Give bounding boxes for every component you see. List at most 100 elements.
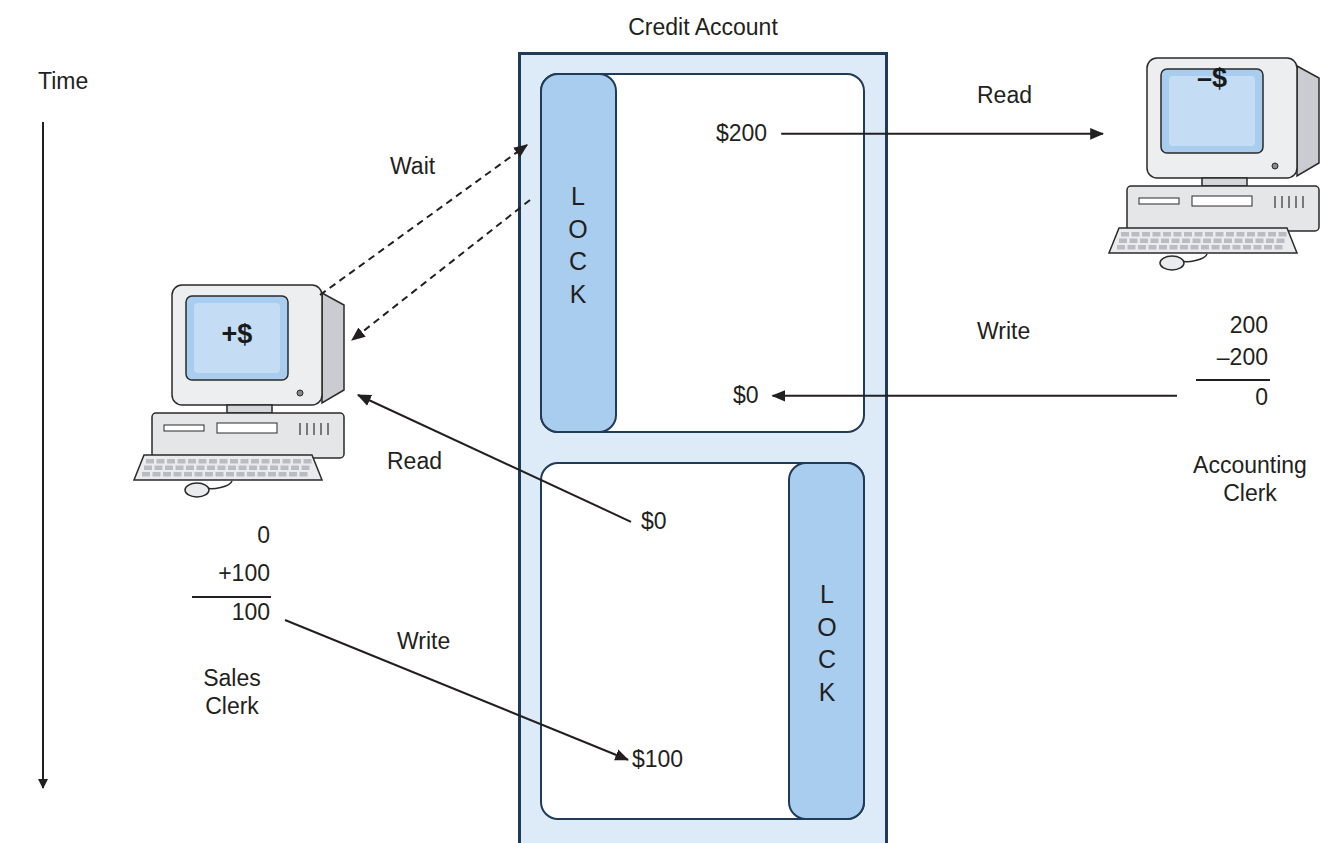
computer-part (178, 459, 186, 464)
computer-part (1172, 239, 1180, 244)
computer-part (1237, 232, 1245, 237)
computer-part (1202, 178, 1247, 186)
computer-part (320, 423, 322, 435)
wait-arrow (352, 200, 530, 340)
computer-part (174, 472, 182, 477)
computer-part (1264, 245, 1272, 250)
computer-part (1272, 163, 1278, 169)
computer-part (1275, 245, 1283, 250)
computer-part (1245, 239, 1253, 244)
computer-part (283, 459, 291, 464)
computer-part (1139, 198, 1179, 204)
computer-part (163, 472, 171, 477)
record-panel: LOCK$0$100 (540, 462, 865, 820)
computer-part (249, 466, 257, 471)
edge-label: Write (975, 318, 1032, 346)
computer-part (195, 472, 203, 477)
computer-illustration (134, 285, 344, 497)
computer-part (1277, 239, 1285, 244)
computer-part (155, 466, 163, 471)
computer-terminal: –$ (1105, 45, 1335, 285)
screen-symbol: –$ (1197, 62, 1227, 94)
computer-part (217, 423, 277, 433)
calculation-figure: 200 (1230, 312, 1268, 340)
axis-label: Time (38, 68, 88, 96)
computer-part (1182, 254, 1207, 262)
computer-part (194, 303, 280, 373)
computer-part (306, 423, 308, 435)
computer-part (1256, 239, 1264, 244)
computer-part (1159, 245, 1167, 250)
computer-part (1274, 196, 1276, 208)
computer-part (1138, 245, 1146, 250)
role-label: Accounting Clerk (1185, 452, 1315, 507)
computer-part (165, 466, 173, 471)
computer-part (302, 466, 310, 471)
balance-value: $100 (632, 746, 683, 774)
computer-part (153, 472, 161, 477)
computer-part (186, 466, 194, 471)
computer-part (268, 472, 276, 477)
computer-terminal: +$ (130, 285, 360, 500)
computer-part (1222, 245, 1230, 250)
computer-part (299, 423, 301, 435)
computer-part (1254, 245, 1262, 250)
computer-part (300, 472, 308, 477)
computer-part (216, 472, 224, 477)
computer-part (1163, 232, 1171, 237)
computer-part (251, 459, 259, 464)
computer-part (1288, 196, 1290, 208)
computer-part (1153, 232, 1161, 237)
lock-bar: LOCK (788, 462, 865, 820)
computer-part (144, 466, 152, 471)
lock-label: LOCK (566, 180, 591, 310)
computer-part (241, 459, 249, 464)
computer-part (1193, 239, 1201, 244)
sum-underline (192, 596, 271, 598)
computer-part (1142, 232, 1150, 237)
calculation-figure: –200 (1217, 344, 1268, 372)
computer-part (1279, 232, 1287, 237)
computer-part (322, 293, 344, 403)
computer-part (205, 472, 213, 477)
computer-part (272, 459, 280, 464)
computer-part (293, 459, 301, 464)
computer-part (228, 466, 236, 471)
computer-part (281, 466, 289, 471)
computer-part (1121, 232, 1129, 237)
record-panel: LOCK$200$0 (540, 73, 865, 433)
computer-part (247, 472, 255, 477)
computer-part (1295, 196, 1297, 208)
computer-part (1128, 245, 1136, 250)
computer-part (167, 459, 175, 464)
monitor-screen (186, 296, 288, 380)
edge-label: Wait (388, 153, 437, 181)
computer-part (1192, 196, 1252, 206)
computer-part (1174, 232, 1182, 237)
computer-part (1195, 232, 1203, 237)
computer-part (279, 472, 287, 477)
computer-part (297, 390, 303, 396)
computer-part (1266, 239, 1274, 244)
edge-label: Read (975, 82, 1034, 110)
edge-label: Write (395, 628, 452, 656)
lock-label: LOCK (815, 578, 840, 708)
monitor-body (1147, 58, 1297, 178)
computer-part (1203, 239, 1211, 244)
mouse (185, 483, 209, 497)
computer-part (260, 466, 268, 471)
computer-part (1243, 245, 1251, 250)
computer-part (239, 466, 247, 471)
calculation-figure: 0 (1255, 384, 1268, 412)
calculation-figure: 100 (232, 599, 270, 627)
computer-part (1184, 232, 1192, 237)
role-label: Sales Clerk (182, 665, 282, 720)
computer-part (142, 472, 150, 477)
computer-part (1224, 239, 1232, 244)
computer-part (1302, 196, 1304, 208)
computer-part (1182, 239, 1190, 244)
computer-part (1117, 245, 1125, 250)
computer-part (262, 459, 270, 464)
lock-bar: LOCK (540, 73, 617, 433)
computer-part (258, 472, 266, 477)
